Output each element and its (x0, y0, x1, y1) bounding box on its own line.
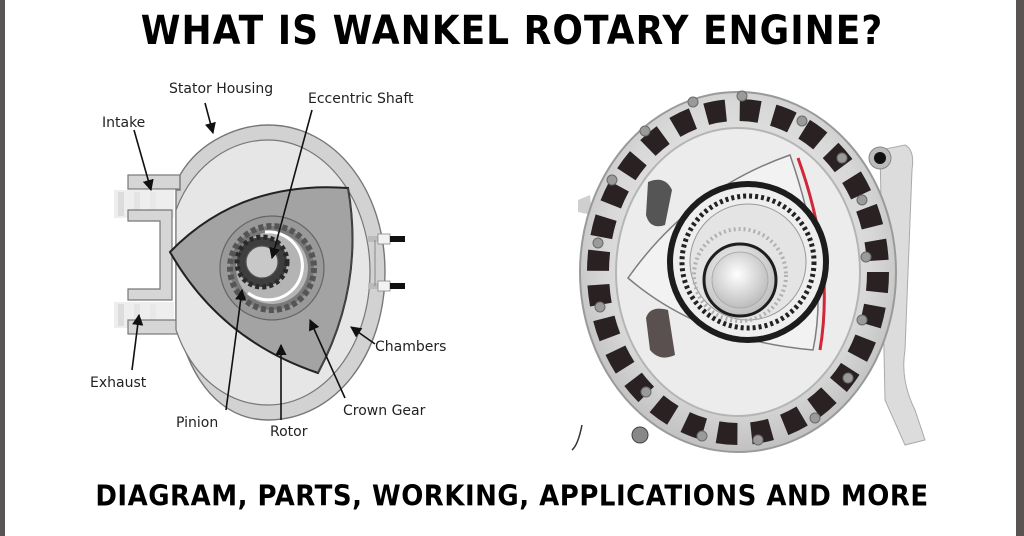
wankel-diagram: Stator Housing Eccentric Shaft Intake Ex… (90, 81, 446, 440)
page-title: WHAT IS WANKEL ROTARY ENGINE? (140, 8, 884, 54)
engine-photo (571, 90, 926, 453)
exhaust-port (114, 302, 184, 335)
middle-port-block (127, 209, 173, 301)
label-crown-gear: Crown Gear (343, 403, 426, 419)
label-exhaust: Exhaust (90, 375, 147, 391)
label-rotor: Rotor (270, 424, 308, 440)
spark-plugs (368, 233, 405, 292)
right-frame-border (1016, 0, 1024, 536)
left-frame-border (0, 0, 5, 536)
page-subtitle: DIAGRAM, PARTS, WORKING, APPLICATIONS AN… (95, 480, 929, 513)
label-eccentric-shaft: Eccentric Shaft (308, 91, 414, 107)
label-chambers: Chambers (375, 339, 446, 355)
label-pinion: Pinion (176, 415, 218, 431)
label-intake: Intake (102, 115, 145, 131)
label-stator-housing: Stator Housing (169, 81, 273, 97)
